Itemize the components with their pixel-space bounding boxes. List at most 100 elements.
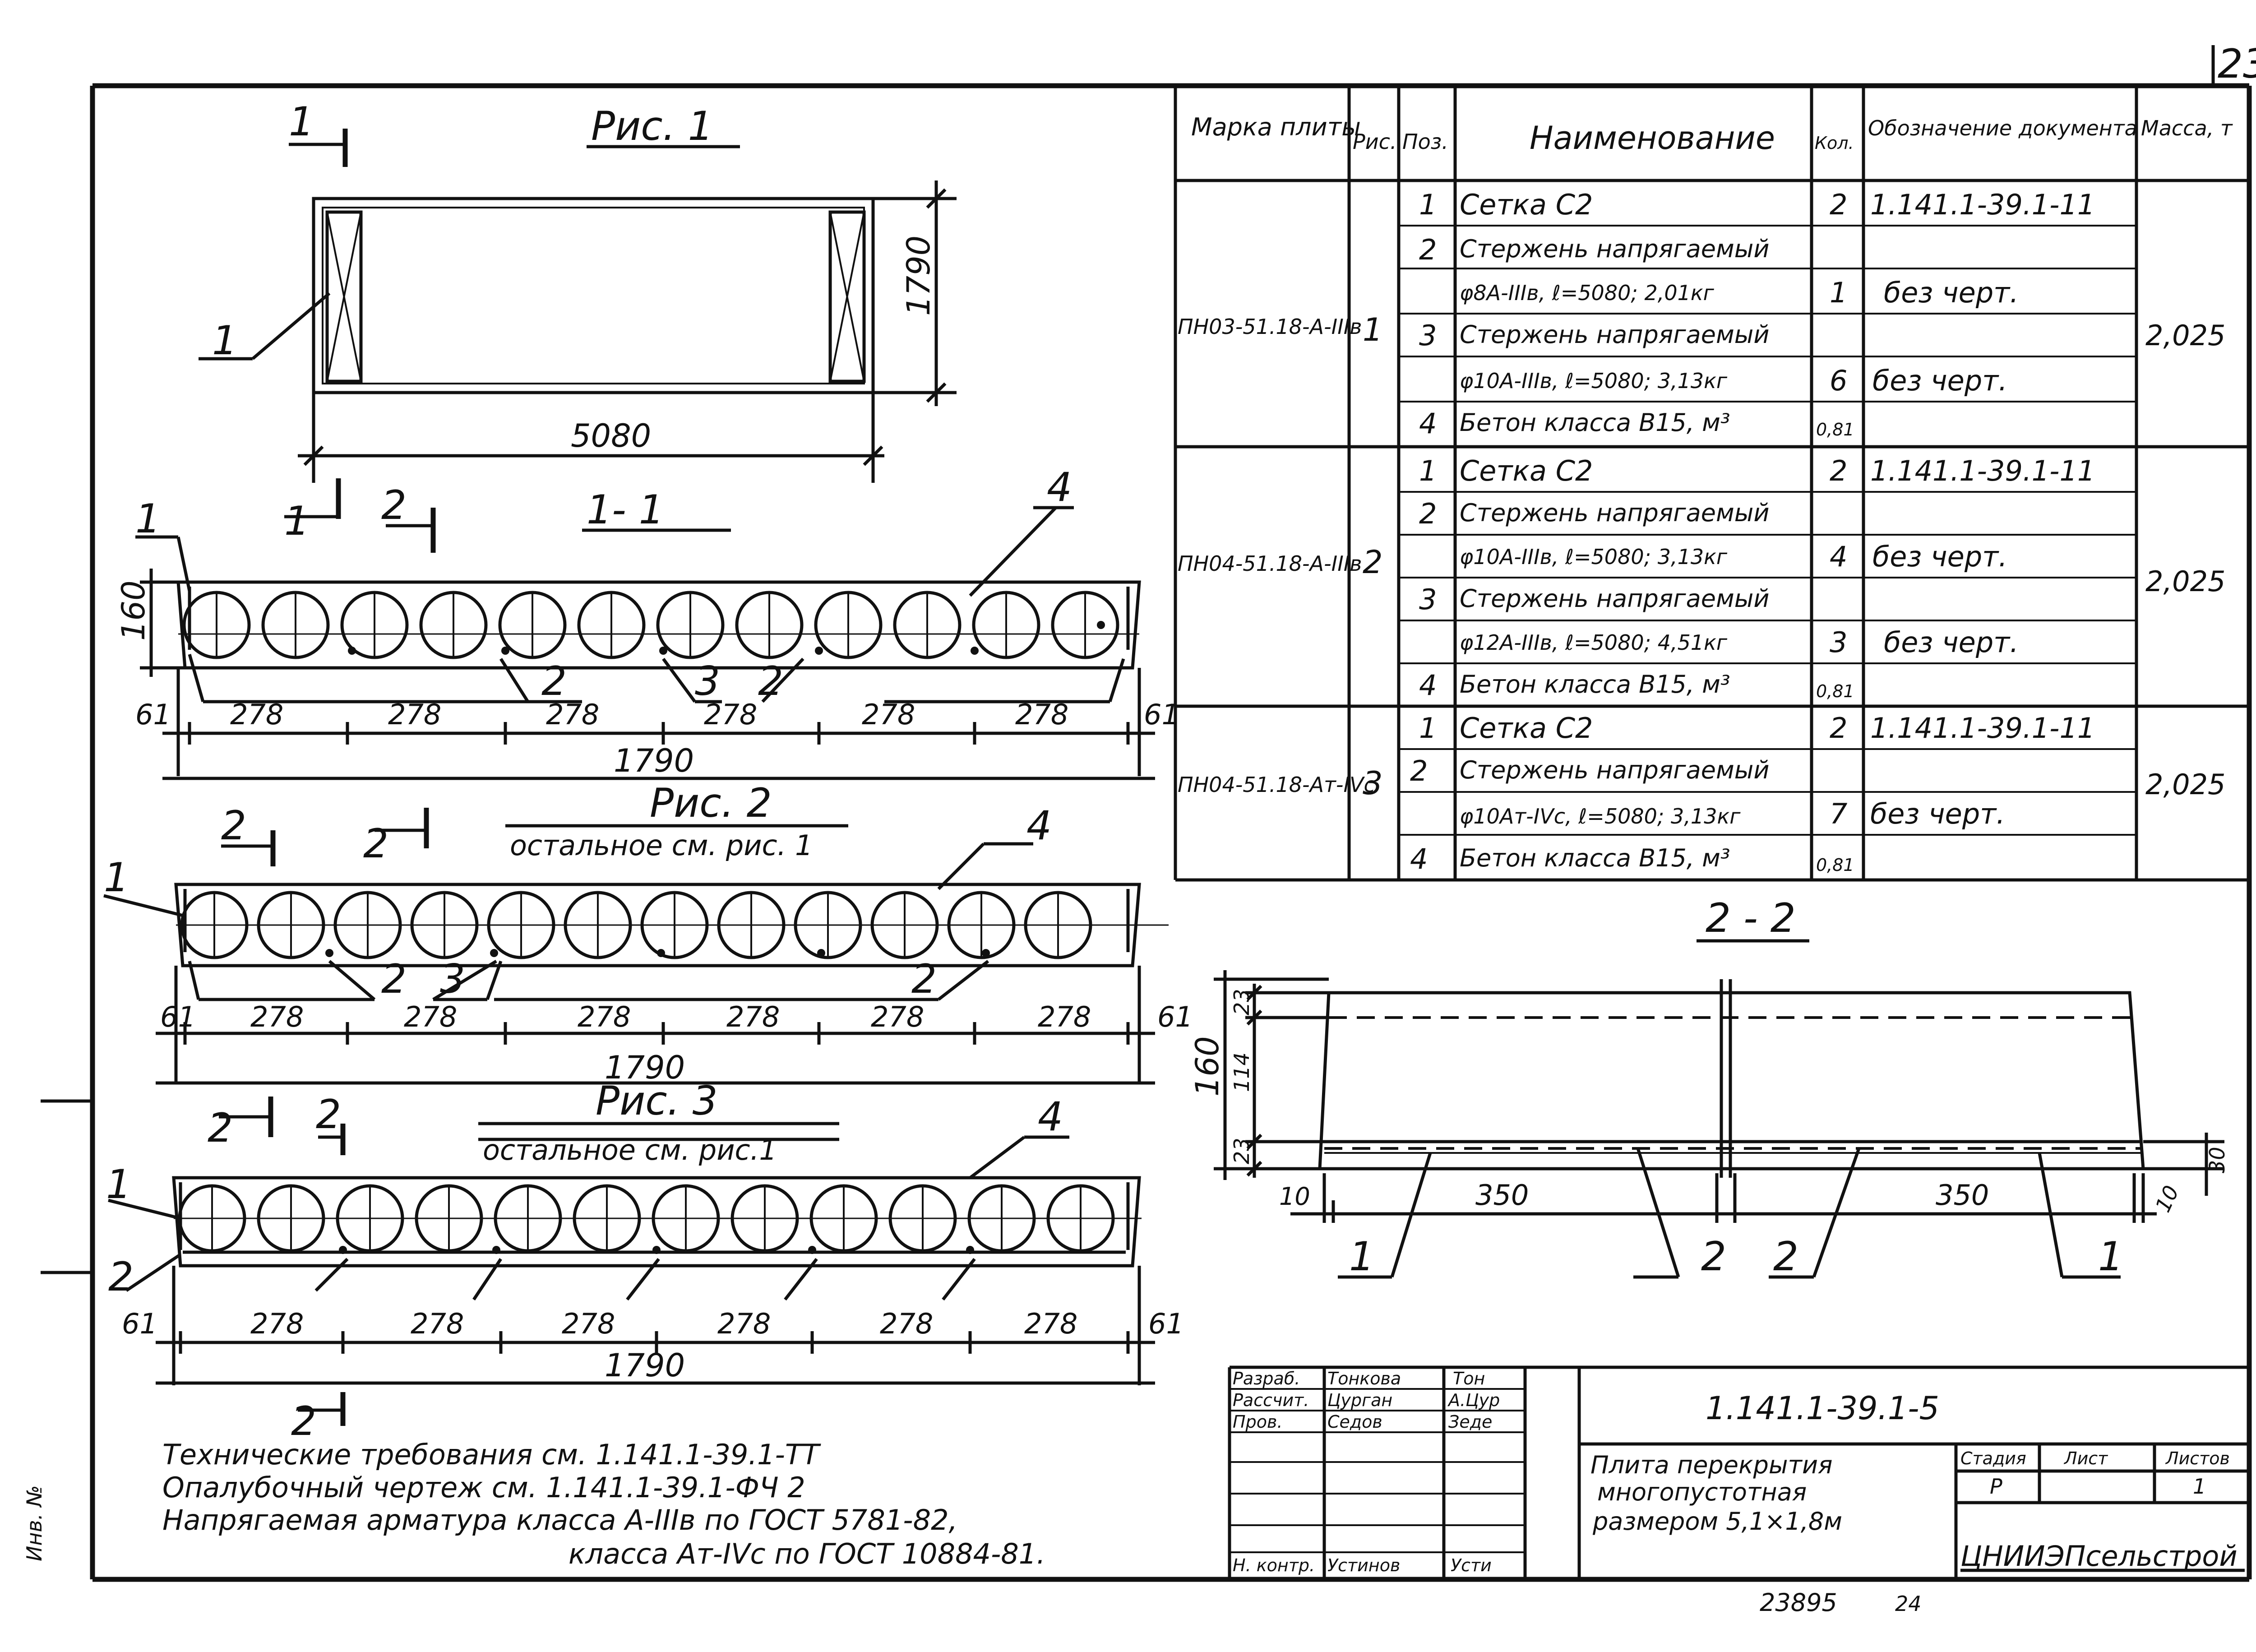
tb-sheet-label: Лист — [2063, 1448, 2108, 1468]
g2-r1-qty: 2 — [1830, 454, 1847, 487]
fig1-width-dim: 5080 — [571, 417, 651, 454]
section-2-2: 2 - 2 160 23 114 23 — [1189, 895, 2229, 1280]
sec22-label-1a: 1 — [1349, 1233, 1374, 1280]
g3-r3-doc: без черт. — [1870, 797, 2005, 830]
g2-r4-pos: 3 — [1419, 583, 1437, 616]
fig2-pitch-3: 278 — [578, 1000, 631, 1033]
g3-r2-name: Стержень напрягаемый — [1460, 756, 1769, 784]
tb-role-1: Разраб. — [1233, 1369, 1300, 1388]
tb-name-6: Устинов — [1327, 1555, 1400, 1575]
tb-sign-6: Усти — [1451, 1555, 1492, 1575]
g2-r6-name: Бетон класса В15, м³ — [1460, 670, 1730, 699]
fig3: Рис. 3 остальное см. рис.1 2 2 1 4 2 — [106, 1078, 1184, 1444]
fig2-pitch-6: 278 — [1038, 1000, 1091, 1033]
g2-r3-doc: без черт. — [1872, 540, 2007, 573]
sec11-total: 1790 — [614, 742, 694, 779]
title-block: Разраб. Тонкова Тон Рассчит. Цурган А.Цу… — [1228, 1365, 2249, 1579]
note-1: Технические требования см. 1.141.1-39.1-… — [162, 1438, 821, 1471]
fig3-label-4: 4 — [1038, 1093, 1063, 1140]
sec11-height: 160 — [115, 580, 152, 641]
g1-r6-qty: 0,81 — [1816, 420, 1854, 440]
sec22-d350-right: 350 — [1936, 1179, 1989, 1212]
fig2-edge-right: 61 — [1157, 1000, 1193, 1033]
fig2-label-1: 1 — [104, 854, 129, 901]
fig3-pitch-4: 278 — [717, 1307, 771, 1340]
tb-role-2: Рассчит. — [1233, 1390, 1309, 1410]
fig2-subtitle: остальное см. рис. 1 — [510, 829, 813, 862]
sec22-h114: 114 — [1230, 1052, 1254, 1092]
g2-r1-name: Сетка С2 — [1460, 454, 1593, 487]
g3-r3-name: φ10Ат-IVс, ℓ=5080; 3,13кг — [1460, 804, 1741, 828]
g3-r3-qty: 7 — [1830, 797, 1847, 830]
sec11-pitch-1: 278 — [230, 698, 283, 731]
fig2-label-4: 4 — [1026, 802, 1052, 849]
g3-r1-name: Сетка С2 — [1460, 712, 1593, 745]
g1-fig: 1 — [1363, 311, 1383, 348]
fig3-total: 1790 — [605, 1347, 685, 1384]
g2-mass: 2,025 — [2145, 565, 2226, 598]
fig1-plan: Рис. 1 1 1 5080 1790 — [199, 98, 957, 483]
sec22-d10-left: 10 — [1279, 1182, 1310, 1211]
g1-r3-qty: 1 — [1830, 276, 1847, 309]
fig3-pitch-3: 278 — [562, 1307, 615, 1340]
g2-r1-doc: 1.141.1-39.1-11 — [1870, 454, 2095, 487]
g2-r6-pos: 4 — [1419, 669, 1437, 702]
sec11-pitch-6: 278 — [1015, 698, 1068, 731]
g1-r1-name: Сетка С2 — [1460, 188, 1593, 221]
fig3-mark-2b: 2 — [316, 1091, 341, 1138]
note-2: Опалубочный чертеж см. 1.141.1-39.1-ФЧ 2 — [162, 1471, 805, 1504]
g1-r1-qty: 2 — [1830, 188, 1847, 221]
fig3-label-2: 2 — [108, 1254, 134, 1300]
fig3-label-1: 1 — [106, 1161, 131, 1208]
g3-r1-qty: 2 — [1830, 712, 1847, 745]
g2-r1-pos: 1 — [1419, 454, 1437, 487]
page-number: 23 — [2218, 41, 2256, 87]
sec11-label-2b: 2 — [758, 658, 783, 704]
g2-r4-name: Стержень напрягаемый — [1460, 584, 1769, 613]
note-4: класса Ат-IVс по ГОСТ 10884-81. — [569, 1537, 1045, 1570]
g3-mass: 2,025 — [2145, 768, 2226, 801]
tb-sign-2: А.Цур — [1447, 1390, 1500, 1410]
tb-role-3: Пров. — [1233, 1412, 1282, 1432]
fig2-edge-left: 61 — [160, 1000, 196, 1033]
g1-r2-pos: 2 — [1419, 233, 1437, 266]
fig3-pitch-6: 278 — [1024, 1307, 1077, 1340]
fig1-height-dim: 1790 — [900, 236, 937, 316]
fig2-pitch-1: 278 — [250, 1000, 304, 1033]
sec22-h160: 160 — [1189, 1036, 1226, 1097]
g1-mark: ПН03-51.18-А-IIIв — [1178, 315, 1362, 339]
g1-r3-name: φ8А-IIIв, ℓ=5080; 2,01кг — [1460, 281, 1715, 305]
fig2-mark-2b: 2 — [363, 820, 388, 867]
fig3-pitch-5: 278 — [880, 1307, 933, 1340]
sec22-label-2b: 2 — [1773, 1233, 1798, 1280]
g2-r5-name: φ12А-IIIв, ℓ=5080; 4,51кг — [1460, 630, 1728, 655]
tb-title-2: многопустотная — [1597, 1478, 1807, 1506]
fig1-title: Рис. 1 — [591, 103, 713, 149]
hdr-mass: Масса, т — [2141, 116, 2233, 140]
sec22-label-1b: 1 — [2098, 1233, 2123, 1280]
sec11-edge-right: 61 — [1144, 698, 1179, 731]
hdr-qty: Кол. — [1815, 133, 1854, 153]
fig2-label-2b: 2 — [911, 956, 937, 1002]
g1-mass: 2,025 — [2145, 319, 2226, 352]
sheet-frame — [41, 45, 2252, 1582]
tb-sign-3: Зеде — [1448, 1412, 1492, 1432]
tb-sheets: 1 — [2193, 1474, 2206, 1499]
tb-name-3: Седов — [1327, 1412, 1382, 1432]
fig3-title: Рис. 3 — [596, 1078, 718, 1124]
g2-r5-doc: без черт. — [1884, 626, 2019, 659]
hdr-pos: Поз. — [1402, 130, 1448, 154]
fig2-mark-2a: 2 — [221, 802, 246, 849]
sec11-pitch-3: 278 — [546, 698, 599, 731]
fig3-edge-left: 61 — [122, 1307, 157, 1340]
g3-r4-name: Бетон класса В15, м³ — [1460, 844, 1730, 872]
spec-table: Марка плиты Рис. Поз. Наименование Кол. … — [1174, 86, 2249, 882]
sec11-label-2a: 2 — [541, 658, 567, 704]
tb-title-3: размером 5,1×1,8м — [1592, 1507, 1842, 1536]
g1-r6-name: Бетон класса В15, м³ — [1460, 408, 1730, 437]
g1-r5-qty: 6 — [1830, 364, 1847, 397]
tb-sheets-label: Листов — [2165, 1448, 2230, 1468]
sec22-label-2a: 2 — [1701, 1233, 1726, 1280]
tb-name-1: Тонкова — [1327, 1369, 1401, 1388]
